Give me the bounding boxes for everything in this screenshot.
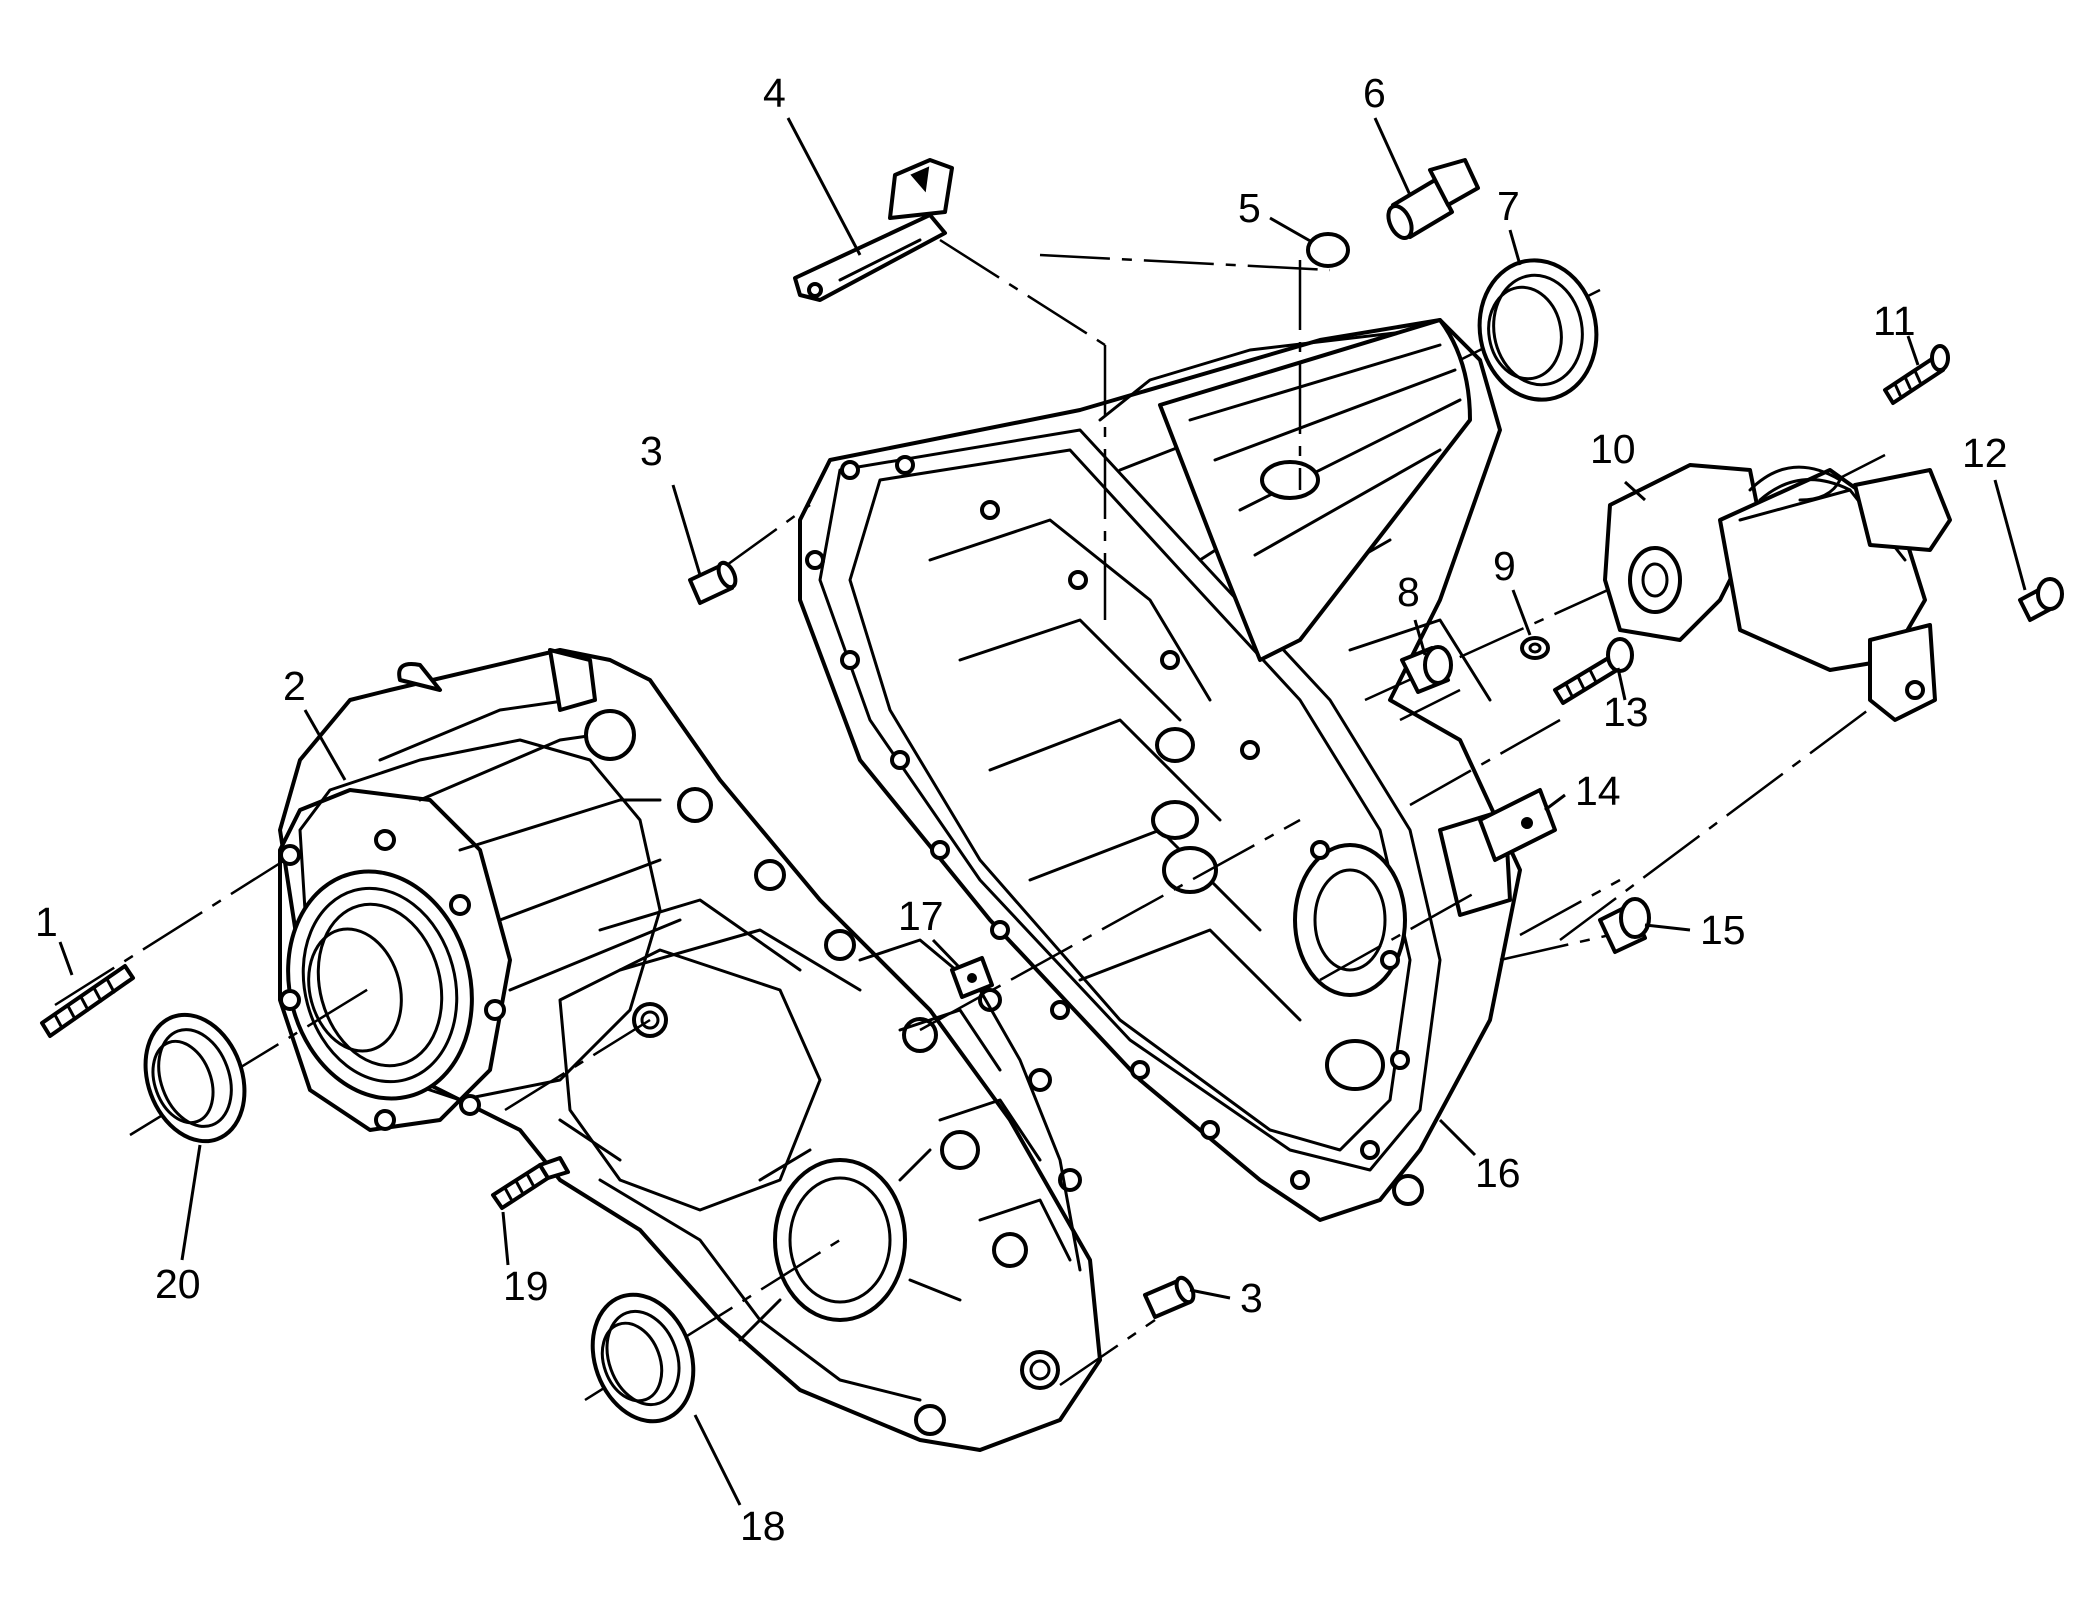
callout-12: 12: [1962, 430, 2008, 476]
callout-5: 5: [1238, 185, 1261, 231]
callout-16: 16: [1475, 1150, 1521, 1196]
callout-17: 17: [898, 893, 944, 939]
dowel-part-3-lower: [1143, 1275, 1196, 1319]
bushing-part-15: [1598, 897, 1651, 954]
callout-15: 15: [1700, 907, 1746, 953]
callout-6: 6: [1363, 70, 1386, 116]
plug-part-19: [491, 1156, 570, 1210]
stud-part-1: [40, 964, 135, 1038]
seal-part-18: [590, 1292, 696, 1424]
callout-7: 7: [1497, 183, 1520, 229]
callout-3: 3: [640, 428, 663, 474]
bracket-part-4: [793, 158, 954, 302]
rear-case-half: [798, 318, 1522, 1222]
callout-14: 14: [1575, 768, 1621, 814]
callout-9: 9: [1493, 543, 1516, 589]
callout-13: 13: [1603, 689, 1649, 735]
seal-part-20: [143, 1012, 247, 1144]
callout-labels: 1 2 3 3 4 5 6 7 8 9 10 11 12 13 14 15 16…: [35, 70, 2008, 1549]
callout-2: 2: [283, 663, 306, 709]
sensor-part-6: [1386, 158, 1480, 240]
sensor-bracket-part-14: [1478, 788, 1557, 862]
bolt-part-11: [1883, 344, 1950, 405]
bolt-part-12: [2018, 577, 2064, 622]
callout-leaders: [58, 117, 2027, 1506]
callout-20: 20: [155, 1261, 201, 1307]
callout-10: 10: [1590, 426, 1636, 472]
clip-part-17: [950, 956, 994, 999]
phantom-lines: [54, 238, 1896, 1402]
bushing-part-8: [1400, 645, 1453, 694]
dowel-part-3-upper: [688, 560, 738, 605]
oring-part-5: [1306, 232, 1350, 268]
callout-3-lower: 3: [1240, 1275, 1263, 1321]
shift-motor-part-10: [1603, 463, 1952, 722]
seal-part-7: [1477, 258, 1599, 402]
callout-8: 8: [1397, 569, 1420, 615]
washer-part-9: [1520, 636, 1550, 660]
callout-11: 11: [1873, 298, 1916, 344]
callout-4: 4: [763, 70, 786, 116]
callout-18: 18: [740, 1503, 786, 1549]
front-case-half: [278, 648, 1102, 1452]
bolt-part-13: [1553, 637, 1634, 705]
callout-1: 1: [35, 899, 58, 945]
callout-19: 19: [503, 1263, 549, 1309]
